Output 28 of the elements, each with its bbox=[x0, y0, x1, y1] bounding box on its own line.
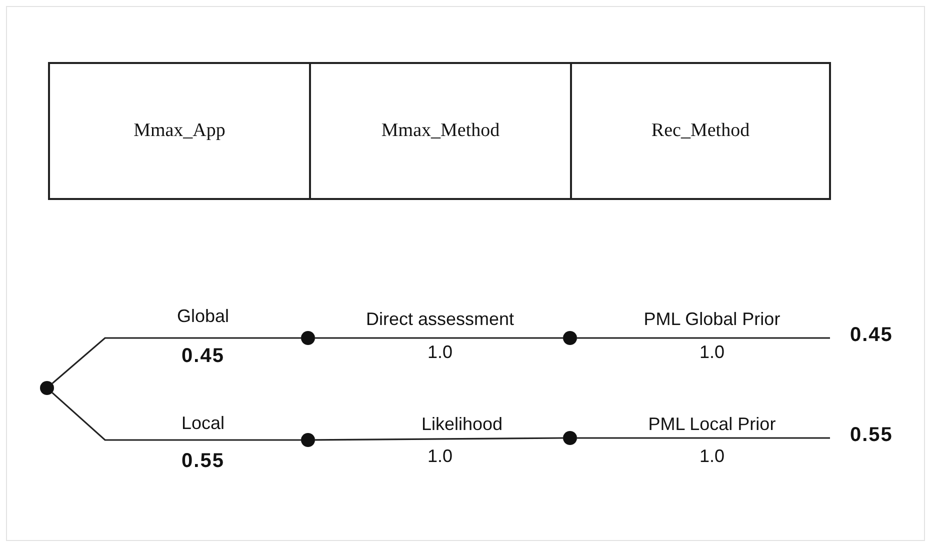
table-header-cell: Mmax_Method bbox=[309, 62, 572, 200]
tree-node-dot bbox=[40, 381, 54, 395]
tree-branch-line bbox=[52, 337, 301, 384]
edge-label: Local bbox=[181, 412, 225, 434]
branch-weight: 0.55 bbox=[182, 450, 224, 472]
tree-branch-line bbox=[52, 392, 301, 441]
edge-label: Likelihood bbox=[421, 413, 503, 435]
tree-branch-line bbox=[315, 437, 563, 441]
tree-node-dot bbox=[563, 431, 577, 445]
branch-weight: 1.0 bbox=[427, 341, 453, 363]
table-header-cell: Rec_Method bbox=[570, 62, 831, 200]
tree-node-dot bbox=[301, 433, 315, 447]
edge-label: PML Local Prior bbox=[648, 413, 776, 435]
tree-branch-line bbox=[577, 437, 830, 439]
tree-branch-line bbox=[577, 337, 830, 339]
branch-weight: 0.55 bbox=[830, 423, 893, 447]
tree-branch-line bbox=[315, 337, 563, 339]
branch-weight: 0.45 bbox=[830, 323, 893, 347]
table-header-cell: Mmax_App bbox=[48, 62, 311, 200]
edge-label: Global bbox=[176, 305, 230, 327]
branch-weight: 1.0 bbox=[427, 445, 453, 467]
branch-weight: 1.0 bbox=[699, 445, 725, 467]
edge-label: PML Global Prior bbox=[644, 308, 780, 330]
tree-node-dot bbox=[563, 331, 577, 345]
branch-weight: 1.0 bbox=[699, 341, 725, 363]
tree-node-dot bbox=[301, 331, 315, 345]
edge-label: Direct assessment bbox=[366, 308, 514, 330]
branch-weight: 0.45 bbox=[182, 345, 224, 367]
